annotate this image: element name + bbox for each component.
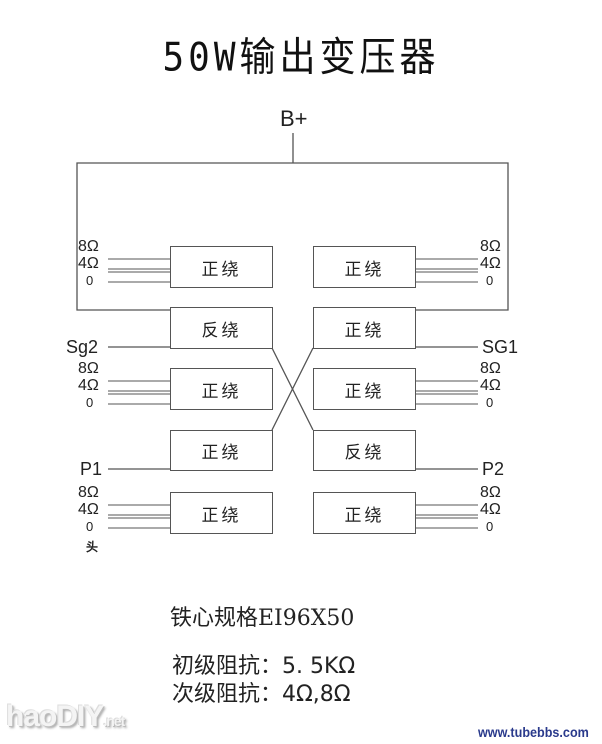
right-winding-5: 正绕: [313, 492, 416, 534]
start-marker-label: 头: [86, 540, 99, 554]
left-winding-2: 反绕: [170, 307, 273, 349]
winding-label: 反绕: [201, 320, 242, 341]
diagram-title: 50W输出变压器: [162, 35, 440, 81]
right-tap-label: 8Ω: [480, 484, 501, 501]
cross-wire-b: [271, 347, 314, 431]
winding-label: 正绕: [344, 320, 385, 341]
right-tap-label: 4Ω: [480, 501, 501, 518]
watermark-haodiy-text: haoDIY: [6, 700, 104, 733]
sg1-label: SG1: [482, 337, 519, 357]
secondary-impedance: 次级阻抗：4Ω,8Ω: [172, 682, 351, 707]
winding-label: 正绕: [344, 259, 385, 280]
left-winding-4: 正绕: [170, 430, 273, 471]
right-tap-label: 8Ω: [480, 238, 501, 255]
left-winding-1: 正绕: [170, 246, 273, 288]
sg2-label: Sg2: [66, 337, 99, 357]
left-tap-label: 4Ω: [78, 377, 99, 394]
left-tap-label: 4Ω: [78, 501, 99, 518]
b-plus-loop-right: [293, 162, 509, 311]
winding-label: 正绕: [201, 259, 242, 280]
right-winding-3: 正绕: [313, 368, 416, 410]
b-plus-label: B+: [280, 108, 308, 130]
right-winding-4: 反绕: [313, 430, 416, 471]
right-tap-label: 4Ω: [480, 377, 501, 394]
watermark-haodiy: haoDIY.net: [6, 700, 125, 734]
watermark-tubebbs: www.tubebbs.com: [478, 724, 589, 740]
winding-label: 正绕: [344, 505, 385, 526]
left-tap-label: 8Ω: [78, 484, 99, 501]
right-tap-label: 4Ω: [480, 255, 501, 272]
left-winding-3: 正绕: [170, 368, 273, 410]
winding-label: 正绕: [201, 443, 242, 463]
right-tap-label: 0: [486, 395, 494, 410]
b-plus-loop-left: [76, 162, 293, 311]
winding-label: 反绕: [344, 443, 385, 463]
left-tap-label: 4Ω: [78, 255, 99, 272]
p2-label: P2: [482, 459, 505, 479]
left-tap-label: 8Ω: [78, 360, 99, 377]
winding-label: 正绕: [201, 505, 242, 526]
left-winding-5: 正绕: [170, 492, 273, 534]
right-tap-label: 0: [486, 519, 494, 534]
left-tap-label: 0: [86, 273, 94, 288]
winding-label: 正绕: [201, 381, 242, 402]
b-plus-text: B+: [280, 106, 308, 131]
right-tap-label: 8Ω: [480, 360, 501, 377]
right-winding-2: 正绕: [313, 307, 416, 349]
core-spec: 铁心规格EI96X50: [170, 606, 355, 631]
left-tap-label: 8Ω: [78, 238, 99, 255]
p1-label: P1: [80, 459, 103, 479]
left-tap-label: 0: [86, 395, 94, 410]
right-tap-label: 0: [486, 273, 494, 288]
winding-label: 正绕: [344, 381, 385, 402]
left-tap-label: 0: [86, 519, 94, 534]
right-winding-1: 正绕: [313, 246, 416, 288]
watermark-haodiy-suffix: .net: [103, 713, 125, 729]
primary-impedance: 初级阻抗：5. 5KΩ: [172, 654, 356, 679]
